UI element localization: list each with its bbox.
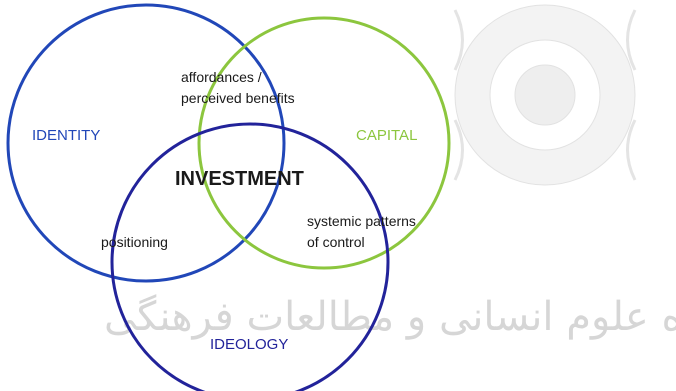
systemic-patterns-label-line2: of control [307, 234, 365, 250]
watermark-text: پژوهشگاه علوم انسانی و مطالعات فرهنگی [104, 294, 676, 340]
affordances-label-line2: perceived benefits [181, 90, 295, 106]
systemic-patterns-label-line1: systemic patterns [307, 213, 416, 229]
capital-label: CAPITAL [356, 127, 417, 144]
identity-label: IDENTITY [32, 127, 100, 144]
capital-circle [197, 16, 451, 270]
positioning-label: positioning [101, 234, 168, 250]
identity-circle [6, 3, 286, 283]
affordances-label-line1: affordances / [181, 69, 262, 85]
ideology-circle [110, 122, 390, 391]
investment-label: INVESTMENT [175, 168, 304, 190]
watermark-logo [453, 4, 637, 186]
ideology-label: IDEOLOGY [210, 336, 288, 353]
